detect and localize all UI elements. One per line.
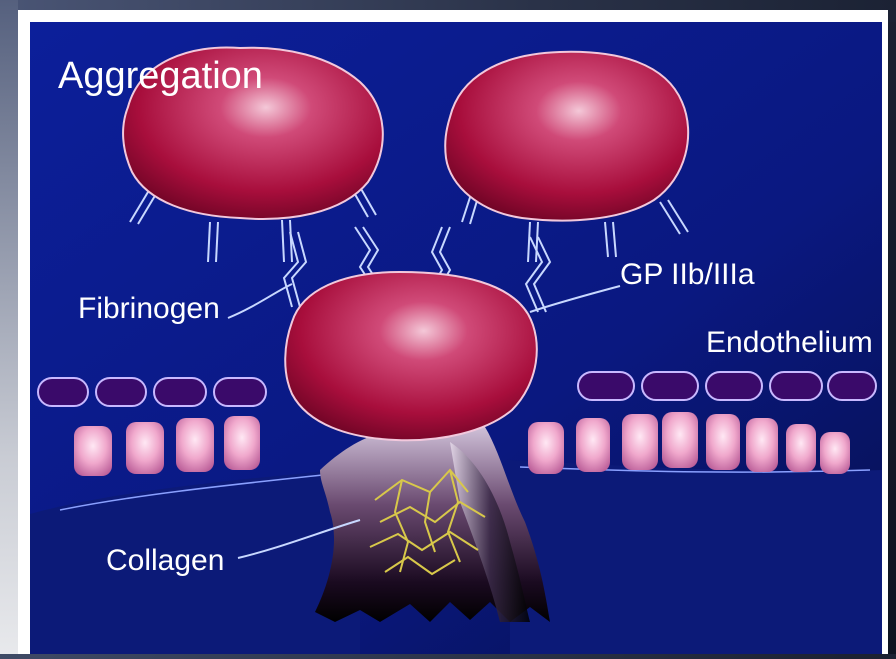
platelet-aggregation-diagram: Aggregation Fibrinogen GP IIb/IIIa Endot… (30, 22, 882, 654)
platelet-top-right (445, 52, 688, 221)
label-fibrinogen: Fibrinogen (78, 292, 220, 325)
label-gp-iib-iiia: GP IIb/IIIa (620, 258, 755, 291)
diagram-title: Aggregation (58, 55, 263, 97)
endothelium-capsules-right (578, 372, 876, 400)
window-frame-left (0, 0, 18, 654)
subendothelium-right (510, 460, 882, 654)
platelet-center (285, 272, 537, 440)
label-endothelium: Endothelium (706, 326, 873, 359)
slide-frame: Aggregation Fibrinogen GP IIb/IIIa Endot… (18, 10, 888, 654)
label-collagen: Collagen (106, 544, 224, 577)
